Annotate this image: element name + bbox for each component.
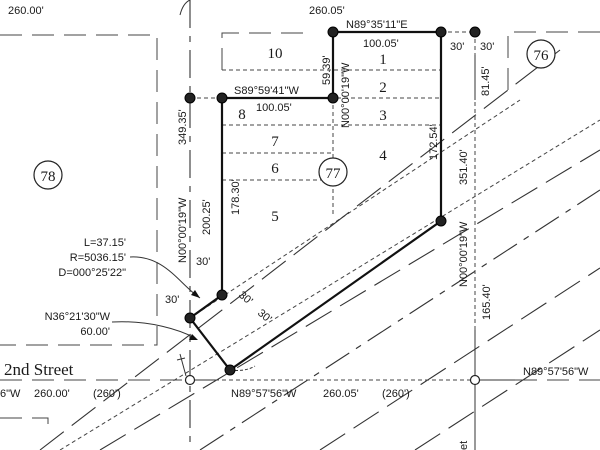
dim-east-lower: 165.40' [481, 284, 493, 320]
dim-inner-bearing: S89°59'41"W [234, 85, 299, 97]
point-n-inner [327, 92, 339, 104]
south-dist-mid: 260.05' [323, 388, 359, 400]
dim-row-30b: 30' [480, 41, 494, 53]
dim-diag-30a: 30' [236, 289, 255, 307]
parcel-78-label: 78 [41, 169, 56, 185]
dim-inner-vertical-bearing: N00°00'19"W [340, 62, 352, 128]
dim-west-total: 349.35' [177, 109, 189, 145]
point-s [224, 364, 236, 376]
subject-boundary [188, 30, 443, 372]
dim-east-height: 172.54' [428, 124, 440, 160]
survey-points [184, 26, 481, 386]
dim-north-bearing: N89°35'11"E [346, 19, 408, 31]
south-bearing-right: N89°57'56"W [523, 366, 589, 378]
dim-lot-west-height: 178.30' [230, 179, 242, 215]
dim-row-30a: 30' [450, 41, 464, 53]
south-dist-left: 260.00' [34, 388, 70, 400]
dim-sw-30a: 30' [196, 256, 210, 268]
parcel-76-outline [507, 31, 600, 100]
south-record-mid: (260') [382, 388, 410, 400]
point-n-top [327, 26, 339, 38]
parcel-78-outline [0, 34, 158, 430]
parcel-77-top-line [221, 32, 305, 70]
monument-tick [176, 353, 187, 377]
callout-bearing: N36°21'30"W [45, 311, 111, 323]
lot-10: 10 [268, 46, 283, 62]
point-sw-west [184, 312, 196, 324]
lot-division-lines [190, 31, 475, 215]
dim-west-segment: 200.25' [201, 199, 213, 235]
point-sw-inner [216, 289, 228, 301]
row-diagonal-lines [39, 49, 600, 450]
lot-2: 2 [379, 80, 387, 96]
curve-arrow-icon [191, 290, 200, 298]
parcel-76-circle [526, 39, 556, 69]
point-nw-west [184, 92, 196, 104]
dim-north-dist: 100.05' [363, 38, 399, 50]
curve-delta: D=000°25'22" [58, 267, 126, 279]
east-street-partial: et [458, 441, 470, 450]
point-ne-centerline [469, 26, 481, 38]
monument-se [469, 374, 481, 386]
dim-west-bearing: N00°00'19"W [177, 197, 189, 263]
south-bearing-left: 6"W [0, 388, 21, 400]
dim-lot10-height: 59.39' [321, 55, 333, 85]
street-name: 2nd Street [4, 360, 74, 379]
lot-1: 1 [379, 52, 387, 68]
lot-5: 5 [271, 209, 279, 225]
point-ne [435, 26, 447, 38]
lot-4: 4 [379, 148, 387, 164]
dim-east-bearing: N00°00'19"W [458, 221, 470, 287]
curve-length: L=37.15' [84, 237, 126, 249]
monument-sw [184, 374, 196, 386]
parcel-77-circle [318, 157, 348, 187]
lot-3: 3 [379, 108, 387, 124]
point-nw-inner [216, 92, 228, 104]
callout-arrow-icon [189, 334, 198, 340]
lot-8: 8 [238, 107, 246, 123]
dim-east-total: 351.40' [458, 149, 470, 185]
lot-7: 7 [271, 134, 279, 150]
lot-6: 6 [271, 161, 279, 177]
parcel-76-label: 76 [534, 48, 550, 64]
south-record-left: (260') [93, 388, 121, 400]
west-centerline-arc [179, 0, 191, 16]
dim-top-mid: 260.05' [309, 5, 345, 17]
dim-top-left: 260.00' [8, 5, 44, 17]
dim-sw-30b: 30' [165, 294, 179, 306]
dim-east-row-height: 81.45' [480, 66, 492, 96]
callout-leader [111, 321, 196, 339]
parcel-77-label: 77 [326, 166, 342, 182]
point-se [435, 215, 447, 227]
parcel-78-circle [33, 160, 63, 190]
callout-distance: 60.00' [80, 326, 110, 338]
curve-radius: R=5036.15' [70, 252, 126, 264]
dim-inner-dist: 100.05' [256, 102, 292, 114]
south-bearing-mid: N89°57'56"W [231, 388, 297, 400]
dim-diag-30b: 30' [255, 307, 274, 325]
